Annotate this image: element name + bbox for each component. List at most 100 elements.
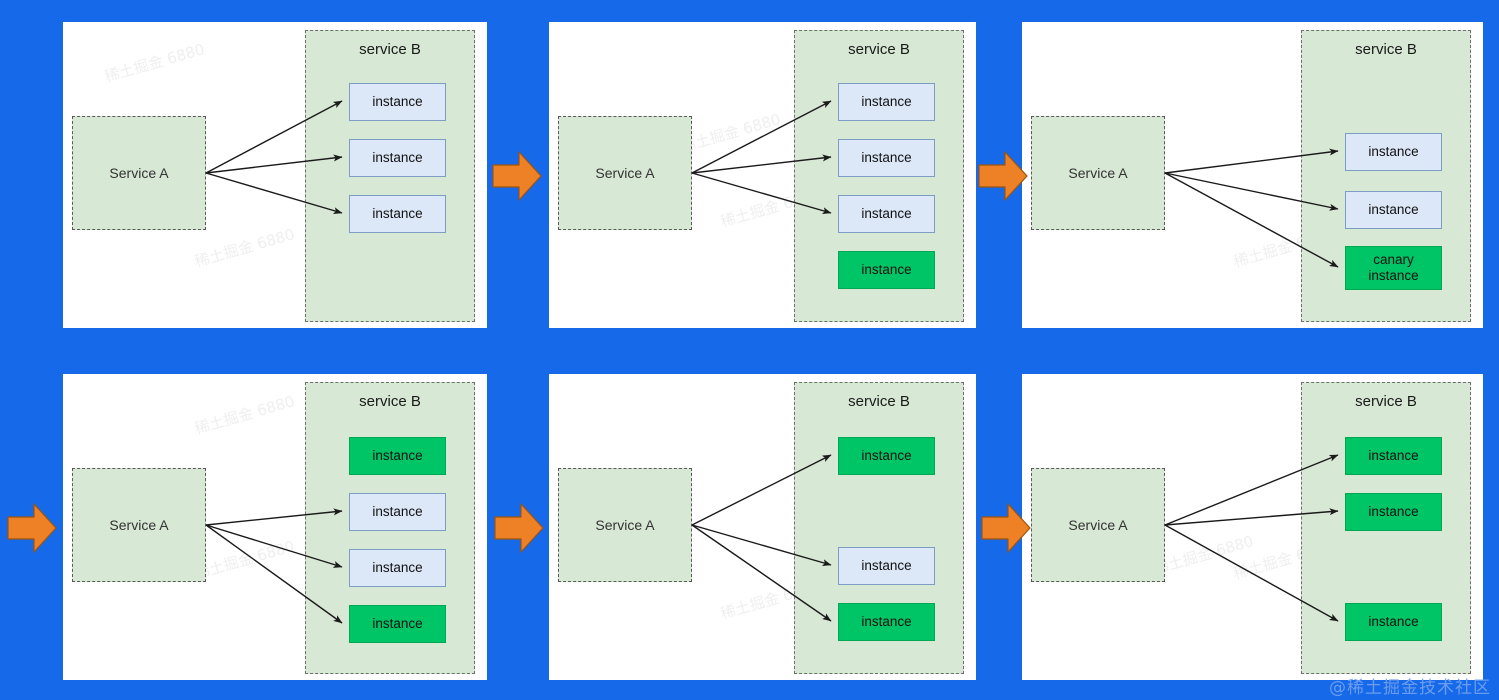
traffic-arrow bbox=[1164, 148, 1339, 174]
service-a-box: Service A bbox=[558, 116, 692, 230]
service-a-label: Service A bbox=[1068, 517, 1128, 533]
step-arrow-4 bbox=[493, 500, 545, 556]
traffic-arrows bbox=[205, 508, 343, 624]
service-a-label: Service A bbox=[109, 517, 169, 533]
instance-label: instance bbox=[372, 94, 423, 110]
traffic-arrow bbox=[1164, 172, 1339, 211]
instance-box[interactable]: instance bbox=[838, 603, 935, 641]
instance-box[interactable]: instance bbox=[838, 251, 935, 289]
service-b-title: service B bbox=[1355, 41, 1417, 58]
instance-box[interactable]: instance bbox=[838, 437, 935, 475]
traffic-arrows bbox=[205, 100, 343, 214]
instance-label: instance bbox=[861, 614, 912, 630]
instance-label: instance bbox=[1368, 202, 1419, 218]
service-b-container: service B instance instance instance bbox=[305, 30, 475, 322]
instance-label: instance bbox=[372, 560, 423, 576]
service-a-box: Service A bbox=[1031, 116, 1165, 230]
service-a-box: Service A bbox=[72, 116, 206, 230]
instance-box[interactable]: instance bbox=[1345, 603, 1442, 641]
service-b-title: service B bbox=[359, 41, 421, 58]
traffic-arrow bbox=[205, 100, 343, 174]
traffic-arrows bbox=[691, 454, 832, 622]
step-arrow-3 bbox=[6, 500, 58, 556]
traffic-arrows bbox=[691, 100, 832, 215]
traffic-arrow bbox=[1164, 508, 1339, 526]
instance-label: instance bbox=[1368, 144, 1419, 160]
traffic-arrow bbox=[691, 172, 832, 215]
step-arrow-1 bbox=[491, 148, 543, 204]
instance-label: instance bbox=[1368, 504, 1419, 520]
service-b-title: service B bbox=[359, 393, 421, 410]
traffic-arrow bbox=[205, 172, 343, 214]
service-a-label: Service A bbox=[109, 165, 169, 181]
instance-label: instance bbox=[1368, 448, 1419, 464]
instance-label: instance bbox=[861, 448, 912, 464]
instance-box[interactable]: instance bbox=[838, 83, 935, 121]
instance-label: instance bbox=[372, 504, 423, 520]
traffic-arrow bbox=[1164, 172, 1339, 268]
orange-arrow-icon bbox=[7, 503, 57, 553]
instance-label: instance bbox=[861, 558, 912, 574]
service-a-label: Service A bbox=[595, 517, 655, 533]
traffic-arrow bbox=[1164, 454, 1339, 526]
service-b-title: service B bbox=[1355, 393, 1417, 410]
instance-label: instance bbox=[861, 150, 912, 166]
service-b-container: service B instance instance instance bbox=[1301, 382, 1471, 674]
traffic-arrow bbox=[1164, 524, 1339, 622]
instance-box[interactable]: instance bbox=[349, 195, 446, 233]
service-b-title: service B bbox=[848, 41, 910, 58]
traffic-arrows bbox=[1164, 148, 1339, 268]
instance-box[interactable]: instance bbox=[349, 437, 446, 475]
service-b-container: service B instance instance instance instanc… bbox=[305, 382, 475, 674]
instance-label: instance bbox=[372, 448, 423, 464]
orange-arrow-icon bbox=[492, 151, 542, 201]
instance-box[interactable]: instance bbox=[1345, 437, 1442, 475]
instance-box[interactable]: instance bbox=[838, 139, 935, 177]
instance-box[interactable]: instance bbox=[1345, 133, 1442, 171]
traffic-arrow bbox=[205, 508, 343, 526]
instance-box[interactable]: instance bbox=[838, 547, 935, 585]
orange-arrow-icon bbox=[981, 503, 1031, 553]
traffic-arrow bbox=[691, 454, 832, 526]
instance-label: instance bbox=[861, 94, 912, 110]
canary-label-line2: instance bbox=[1368, 268, 1419, 283]
instance-label: instance bbox=[1368, 614, 1419, 630]
traffic-arrow bbox=[205, 524, 343, 568]
instance-box[interactable]: instance bbox=[349, 493, 446, 531]
service-a-box: Service A bbox=[1031, 468, 1165, 582]
service-b-container: service B instance instance instance instanc… bbox=[794, 30, 964, 322]
instance-label: instance bbox=[372, 206, 423, 222]
instance-label: instance bbox=[861, 262, 912, 278]
instance-label: instance bbox=[372, 616, 423, 632]
orange-arrow-icon bbox=[978, 151, 1028, 201]
instance-box[interactable]: instance bbox=[1345, 493, 1442, 531]
traffic-arrow bbox=[691, 524, 832, 622]
traffic-arrow bbox=[691, 154, 832, 174]
instance-box[interactable]: instance bbox=[349, 605, 446, 643]
instance-box[interactable]: instance bbox=[1345, 191, 1442, 229]
instance-box[interactable]: instance bbox=[349, 83, 446, 121]
service-a-label: Service A bbox=[595, 165, 655, 181]
orange-arrow-icon bbox=[494, 503, 544, 553]
traffic-arrow bbox=[691, 100, 832, 174]
traffic-arrow bbox=[691, 524, 832, 567]
instance-box[interactable]: instance bbox=[349, 139, 446, 177]
service-a-box: Service A bbox=[558, 468, 692, 582]
traffic-arrow bbox=[205, 154, 343, 174]
service-a-box: Service A bbox=[72, 468, 206, 582]
instance-box[interactable]: instance bbox=[349, 549, 446, 587]
instance-label: instance bbox=[861, 206, 912, 222]
step-arrow-2 bbox=[977, 148, 1029, 204]
instance-box[interactable]: instance bbox=[838, 195, 935, 233]
traffic-arrows bbox=[1164, 454, 1339, 622]
step-arrow-5 bbox=[980, 500, 1032, 556]
